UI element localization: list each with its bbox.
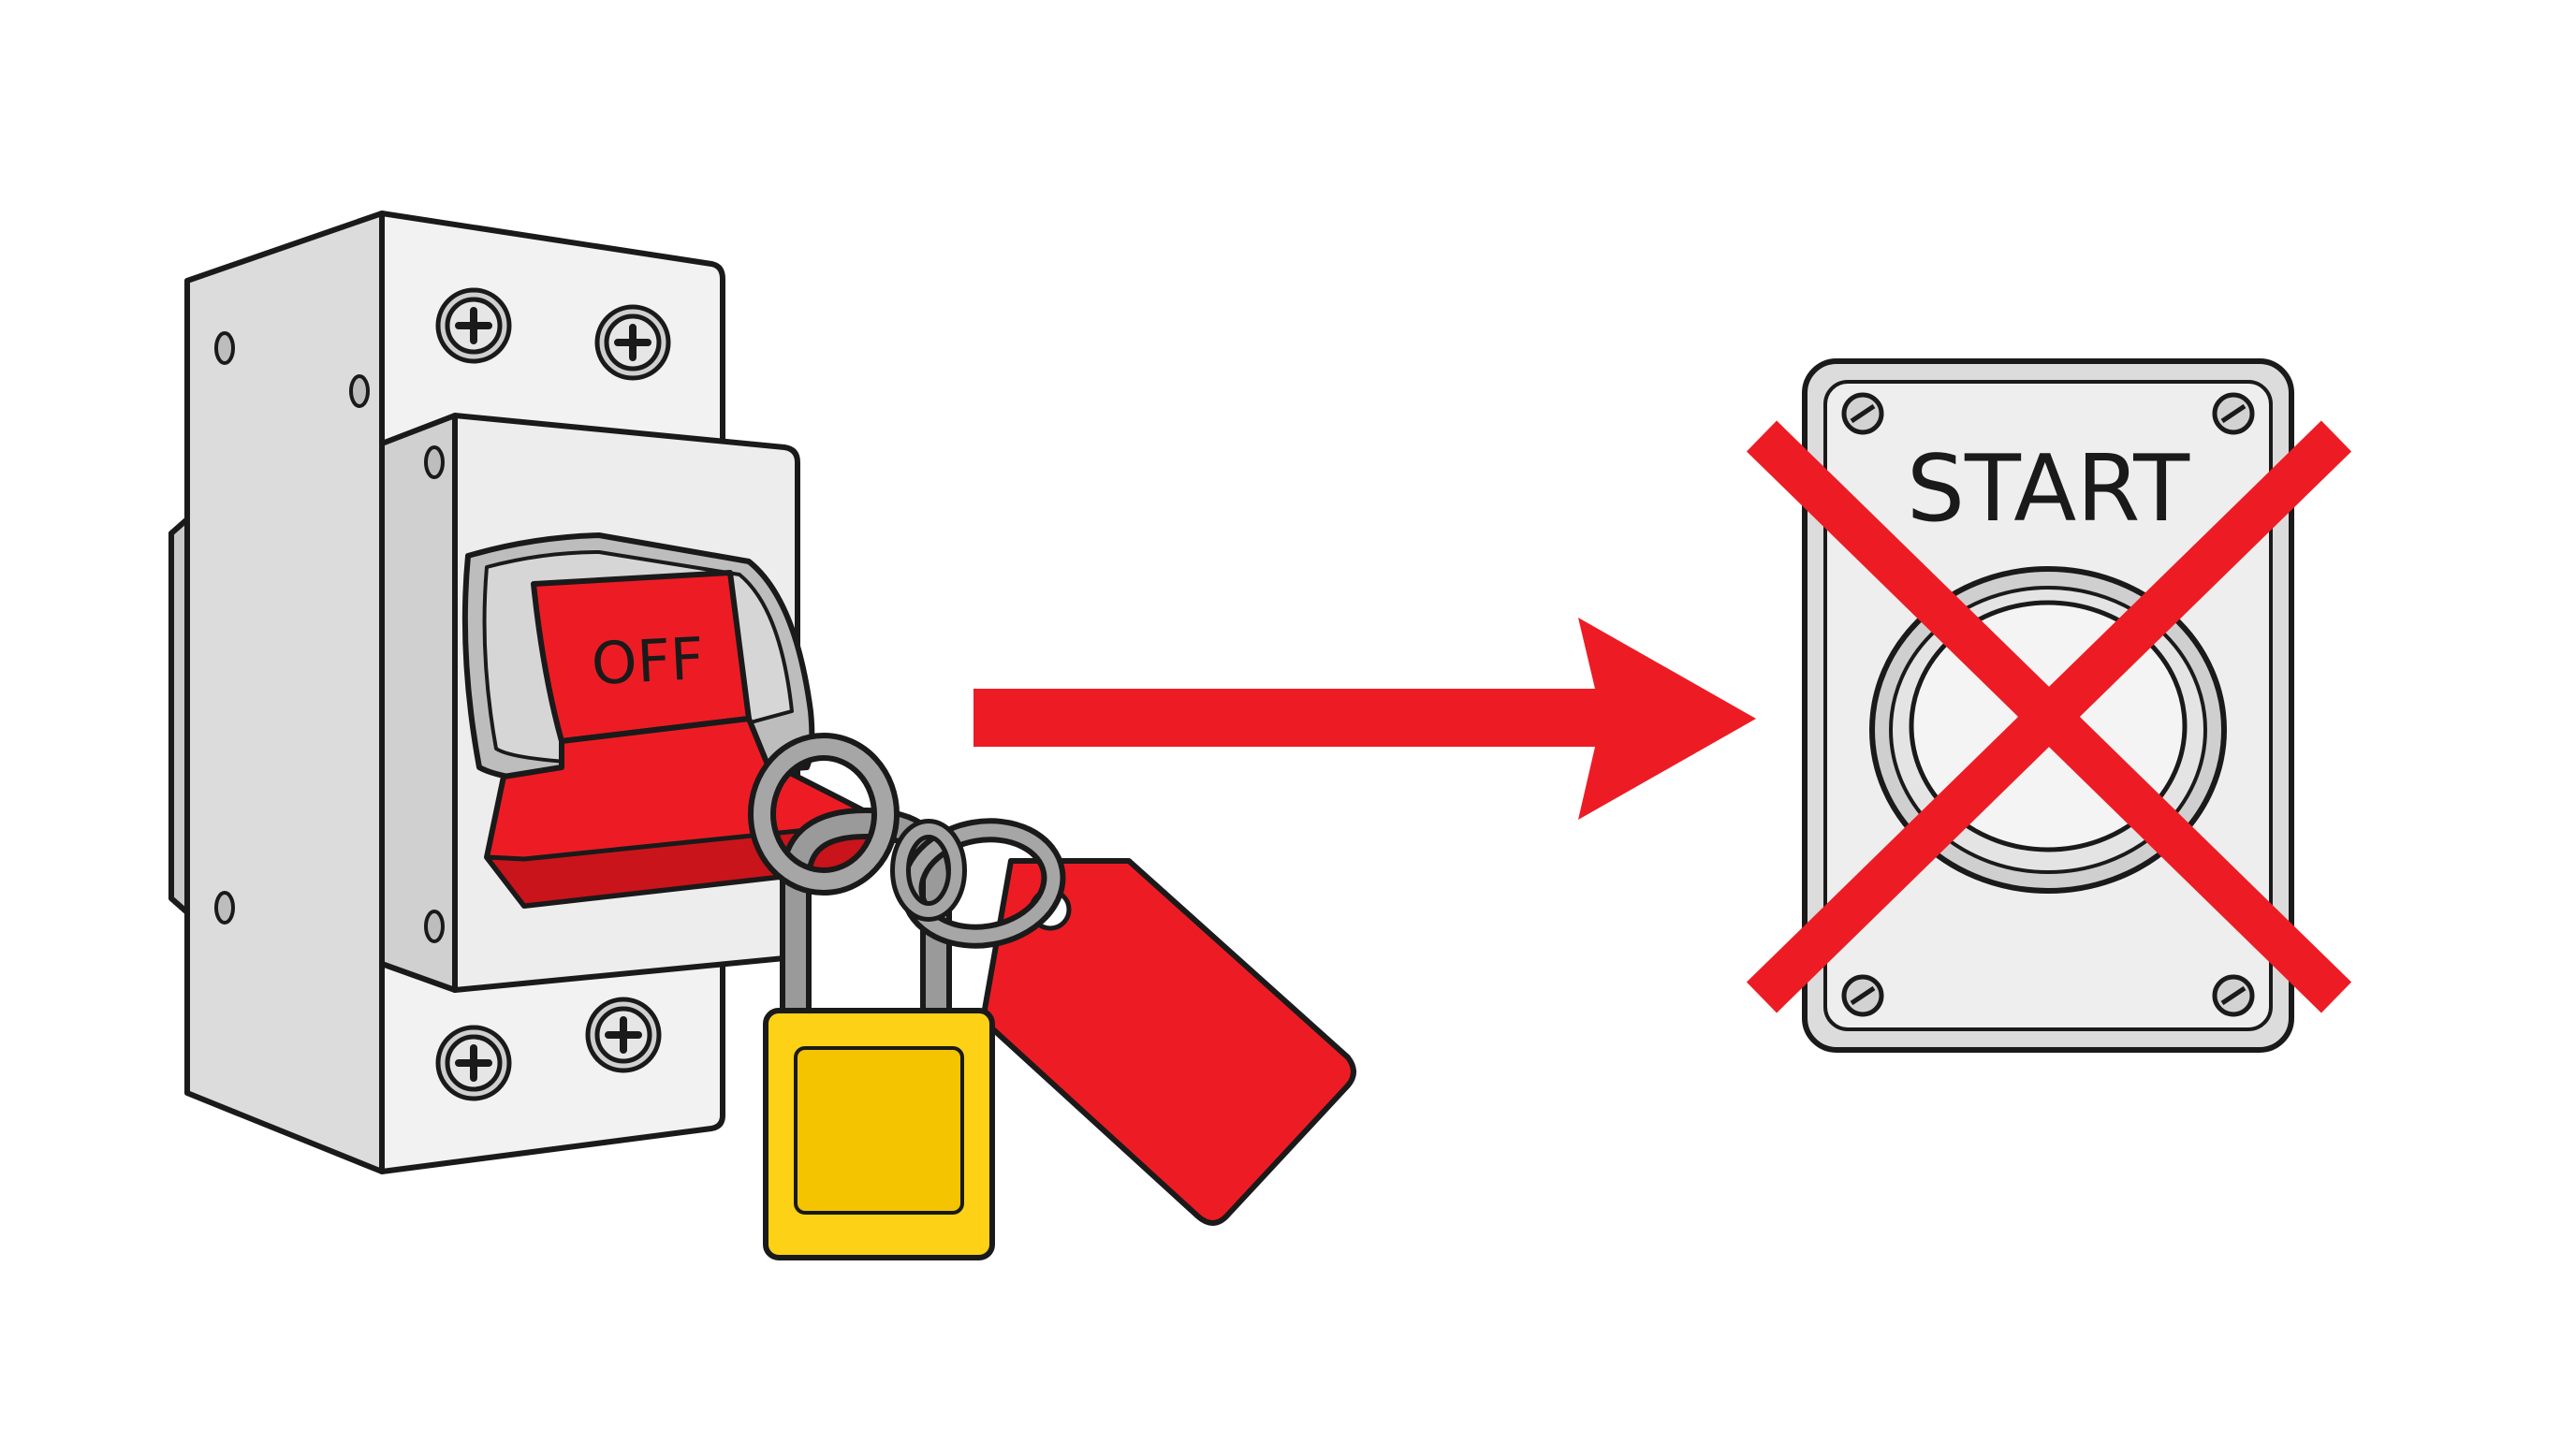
arrow-right-icon: [973, 618, 1756, 820]
screw-icon: [585, 997, 662, 1073]
breaker-middle-side: [379, 413, 458, 993]
breaker-bottom-block: [379, 961, 725, 1174]
padlock-face: [794, 1046, 964, 1215]
cross-out-icon: [1746, 420, 2352, 1013]
tag-body: [980, 858, 1356, 1226]
screw-icon: [594, 304, 671, 381]
handle-label: OFF: [590, 624, 706, 698]
screw-icon: [435, 1025, 512, 1101]
screw-icon: [435, 287, 512, 364]
screw-icon: [1841, 974, 1884, 1017]
breaker-top-block: [379, 211, 725, 446]
padlock-icon: [763, 1008, 995, 1260]
breaker-side-holes: [214, 331, 445, 943]
screw-icon: [2212, 392, 2255, 435]
breaker-screws: [435, 287, 671, 1101]
breaker-side-face: [168, 211, 385, 1174]
panel-screws: [1841, 392, 2255, 1017]
din-rail-notch: [168, 517, 190, 915]
start-label: START: [1907, 436, 2190, 543]
screw-icon: [1841, 392, 1884, 435]
screw-icon: [2212, 974, 2255, 1017]
lock-shackles: [748, 733, 1066, 1036]
